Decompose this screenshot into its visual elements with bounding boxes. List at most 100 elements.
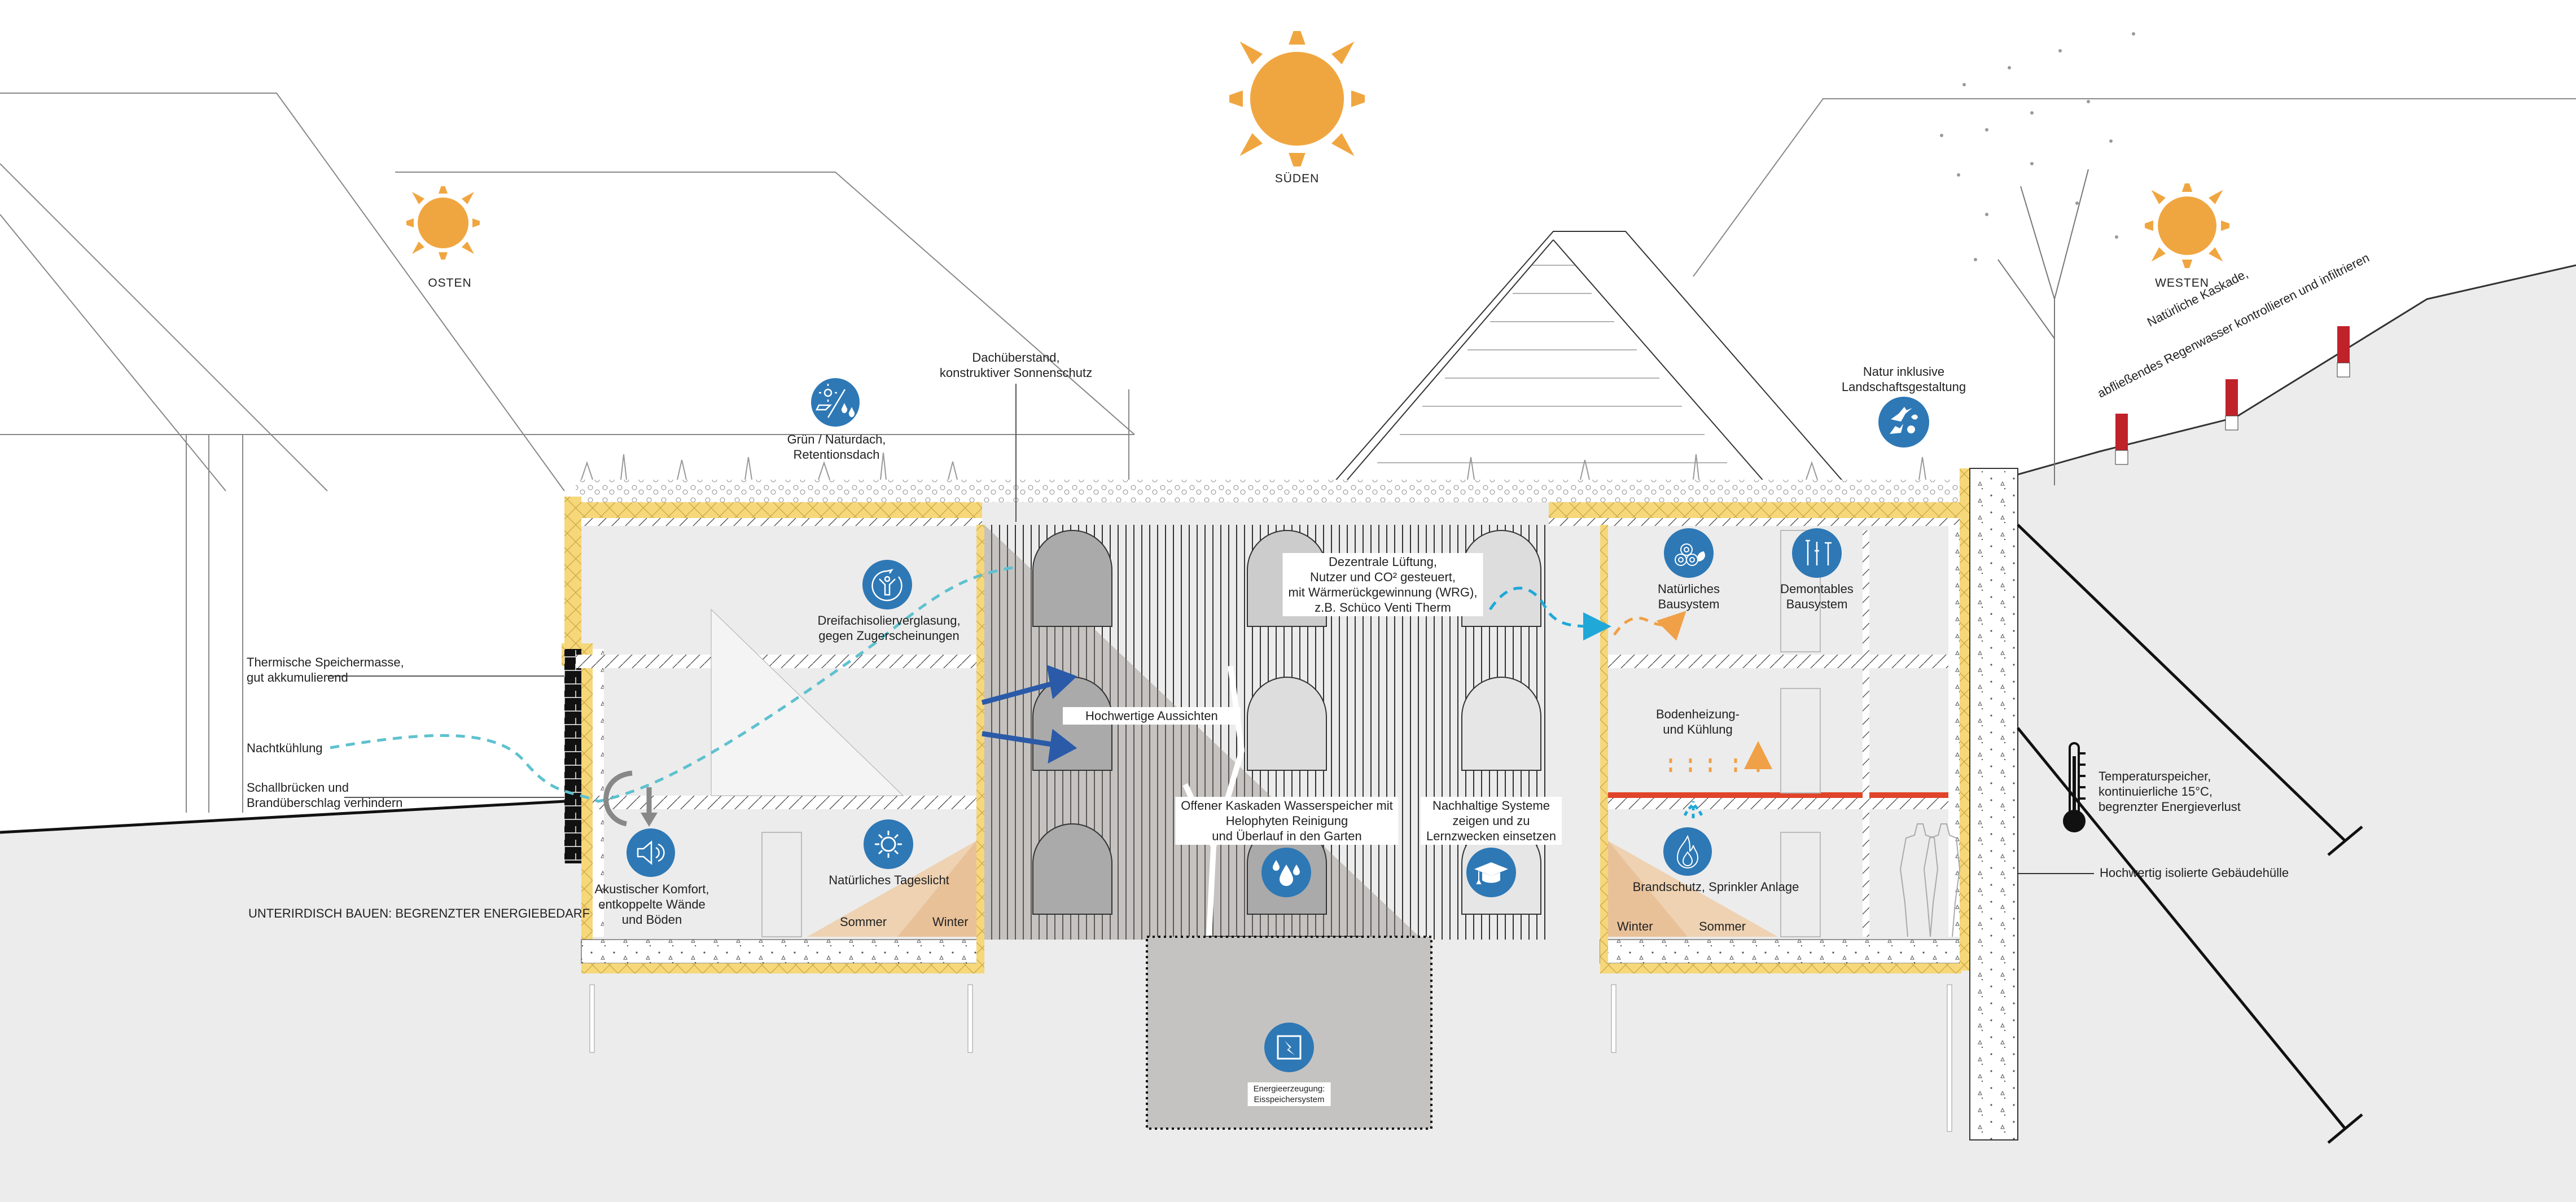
label-acoustic: Akustischer Komfort, entkoppelte Wände u… [595,881,709,927]
label-line: Brandüberschlag verhindern [247,796,403,810]
label-daylight-sommer: Sommer [840,915,887,929]
icon-water-storage [1261,848,1311,897]
right-wing [1549,468,2018,1140]
label-views: Hochwertige Aussichten [1063,707,1241,725]
cascade-posts [2115,326,2350,465]
acoustic-arrows [603,770,652,827]
icon-education [1466,848,1516,897]
label-insulated-envelope: Hochwertig isolierte Gebäudehülle [2100,866,2289,880]
label-line: kontinuierliche 15°C, [2099,784,2213,799]
sun-label-east: OSTEN [428,277,472,289]
arrow-head-down [641,813,658,827]
label-line: Bausystem [1658,597,1720,611]
leader-lines [327,384,1017,798]
label-night-cooling: Nachtkühlung [247,741,323,755]
label-floor-heating: Bodenheizung- und Kühlung [1656,707,1740,737]
thermometer-icon [2063,742,2086,832]
context-buildings [0,93,2576,813]
label-temperature-storage: Temperaturspeicher, kontinuierliche 15°C… [2099,769,2241,814]
flame-icon [1676,835,1699,868]
sun-west [2138,177,2236,275]
label-line: Grün / Naturdach, [787,432,886,446]
green-roof-plants [581,452,1926,480]
label-daylight-winter: Winter [932,915,969,929]
label-line: mit Wärmerückgewinnung (WRG), [1288,585,1478,599]
tools-icon [1806,539,1832,565]
label-line: Bodenheizung- [1655,707,1740,721]
label-ventilation: Dezentrale Lüftung, Nutzer und CO² geste… [1282,553,1483,616]
label-line: Dezentrale Lüftung, [1328,555,1438,569]
label-line: und Überlauf in den Garten [1212,829,1362,843]
label-energy: Energieerzeugung: Eisspeichersystem [1247,1082,1331,1106]
label-line: begrenzter Energieverlust [2099,800,2241,814]
graduation-cap-icon [1474,862,1508,884]
left-wing [562,497,984,1053]
icon-natural-building [1664,528,1714,578]
label-line: Nutzer und CO² gesteuert, [1309,570,1456,584]
label-fire-protection: Brandschutz, Sprinkler Anlage [1632,880,1799,894]
label-line: Nachhaltige Systeme [1432,799,1550,813]
label-line: und Böden [621,913,682,927]
wildlife-icon [1890,407,1918,434]
pyramid-roof [1325,231,1853,492]
label-line: zeigen und zu [1452,814,1530,828]
green-roof-icon [815,384,855,418]
view-arrows [981,665,1077,764]
sun-icon [2138,177,2236,275]
label-thermal-mass: Thermische Speichermasse, gut akkumulier… [247,655,404,685]
sun-icon [401,181,485,265]
label-roof-overhang: Dachüberstand, konstruktiver Sonnenschut… [940,350,1092,380]
sun-south [1219,20,1375,177]
icon-acoustic [627,828,675,877]
label-line: Energieerzeugung: [1253,1084,1325,1094]
label-daylight: Natürliches Tageslicht [829,873,949,887]
timber-logs-icon [1675,543,1705,566]
sun-icon [1219,20,1375,177]
label-demountable: Demontables Bausystem [1780,581,1854,612]
speaker-icon [637,840,665,865]
dimension-lines [2017,524,2363,1144]
label-line: z.B. Schüco Venti Therm [1315,600,1451,615]
label-line: Dreifachisolierverglasung, [817,613,961,628]
icon-fire-protection [1663,827,1712,876]
icon-nature-landscape [1878,397,1929,448]
label-education: Nachhaltige Systeme zeigen und zu Lernzw… [1421,797,1562,845]
sun-label-south: SÜDEN [1274,172,1320,185]
label-line: Lernzwecken einsetzen [1426,829,1556,843]
label-line: und Kühlung [1663,722,1733,736]
label-line: Schallbrücken und [247,780,349,795]
icon-demountable [1792,528,1842,578]
sun-outline-icon [875,831,902,858]
label-line: Eisspeichersystem [1254,1095,1325,1104]
label-line: Dachüberstand, [972,350,1060,365]
label-line: Demontables [1780,582,1854,596]
label-nature-landscape: Natur inklusive Landschaftsgestaltung [1842,364,1966,394]
label-line: Retentionsdach [793,448,880,462]
label-line: Thermische Speichermasse, [247,655,404,669]
label-triple-glazing: Dreifachisolierverglasung, gegen Zugersc… [817,613,960,643]
label-line: konstruktiver Sonnenschutz [939,366,1093,380]
label-line: Bausystem [1786,597,1848,611]
label-line: Natur inklusive [1863,365,1945,379]
lightning-box-icon [1277,1035,1302,1060]
water-drops-icon [1273,860,1300,886]
label-line: Landschaftsgestaltung [1841,380,1966,394]
label-line: Akustischer Komfort, [594,882,709,896]
sun-east [401,181,485,265]
icon-triple-glazing [862,560,912,609]
icon-green-roof [811,378,860,427]
green-roof-substrate [576,480,1964,502]
label-fire-sommer: Sommer [1699,919,1746,933]
comfort-person-icon [871,569,903,602]
icon-daylight [864,819,913,869]
label-water-storage: Offener Kaskaden Wasserspeicher mit Helo… [1175,797,1399,845]
label-line: entkoppelte Wände [598,897,706,911]
label-underground: UNTERIRDISCH BAUEN: BEGRENZTER ENERGIEBE… [248,906,590,920]
icon-energy [1264,1023,1314,1072]
label-line: Temperaturspeicher, [2099,769,2211,783]
label-line: gut akkumulierend [247,670,348,685]
airflow-paths [330,565,1758,818]
sun-label-west: WESTEN [2155,277,2209,289]
label-fire-winter: Winter [1617,919,1653,933]
label-green-roof: Grün / Naturdach, Retentionsdach [787,432,886,462]
